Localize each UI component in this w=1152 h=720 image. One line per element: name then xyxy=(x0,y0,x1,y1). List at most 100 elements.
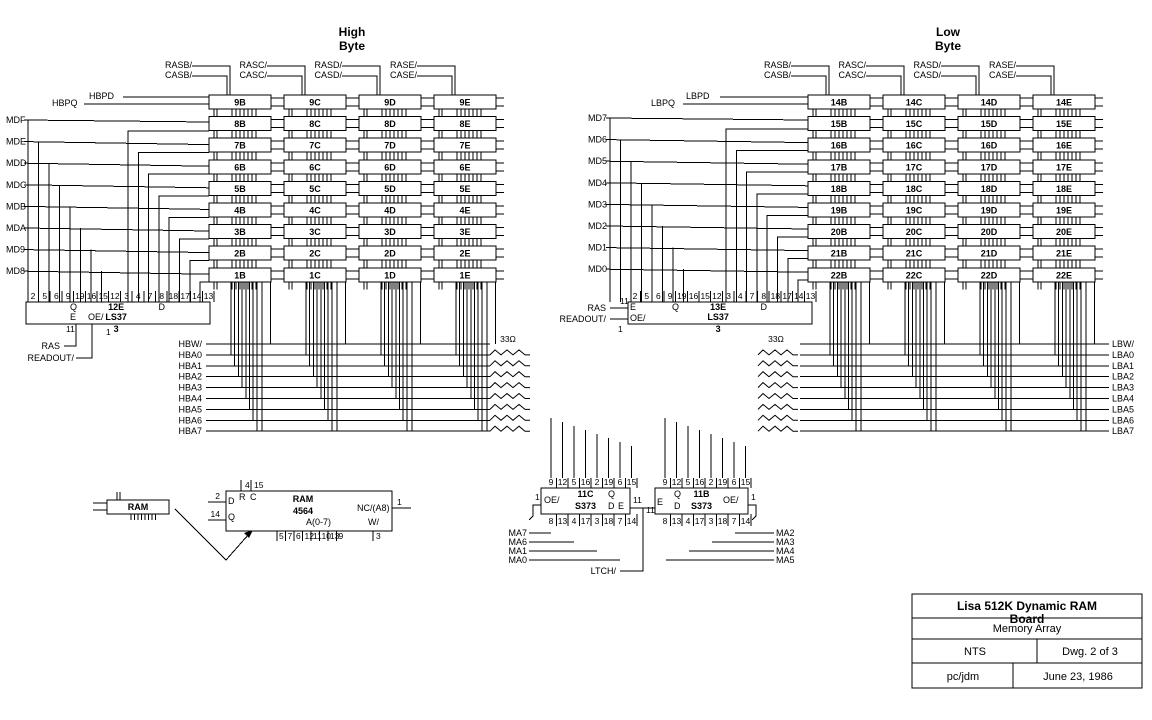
latch-pin-number: 13 xyxy=(204,291,214,301)
d-label: D xyxy=(674,501,681,511)
ras-label: RASE/ xyxy=(989,60,1017,70)
legend-d-pin: 2 xyxy=(215,491,220,501)
ram-chip-7D xyxy=(358,137,422,153)
latch-d-wire xyxy=(787,258,808,302)
ram-chip-label: 4D xyxy=(384,206,396,216)
address-latch-11B xyxy=(654,487,749,515)
resistor-5 xyxy=(489,403,530,411)
ma-input-label: MA1 xyxy=(508,546,527,556)
ram-chip-label: 8B xyxy=(234,119,246,129)
ma-input-label: MA0 xyxy=(508,555,527,565)
resistor-6 xyxy=(489,414,530,421)
latch-bottom-pin: 7 xyxy=(618,516,623,526)
ram-chip-9C xyxy=(283,94,347,110)
latch-d-wire xyxy=(766,214,808,302)
ram-chip-label: 8C xyxy=(309,119,321,129)
ram-chip-5C xyxy=(283,180,347,196)
cas-wire xyxy=(1016,75,1052,95)
ram-chip-label: 1C xyxy=(309,270,321,280)
ram-chip-label: 3C xyxy=(309,227,321,237)
ras-label: RASB/ xyxy=(764,60,792,70)
ram-chip-label: 20B xyxy=(831,227,848,237)
legend-d-label: D xyxy=(228,496,235,506)
oe-pin: 1 xyxy=(535,492,540,502)
ras-wire xyxy=(342,65,381,95)
legend-addr-pin: 11 xyxy=(313,531,322,541)
cas-wire xyxy=(267,75,303,95)
latch-top-pin: 6 xyxy=(618,477,623,487)
data-line-label: MD5 xyxy=(588,156,607,166)
latch-bottom-pin: 3 xyxy=(595,516,600,526)
latch-ras-label: RAS xyxy=(41,341,60,351)
latch-oe-label: OE/ xyxy=(630,313,646,323)
latch-pin-number: 9 xyxy=(66,291,71,301)
ram-chip-4B xyxy=(208,202,272,218)
data-line-wire xyxy=(605,203,809,208)
latch-pin-number: 18 xyxy=(169,291,179,301)
resistor-0 xyxy=(757,349,798,356)
q-label: Q xyxy=(608,489,615,499)
latch-bottom-pin: 8 xyxy=(549,516,554,526)
latch-top-pin: 9 xyxy=(663,477,668,487)
ras-wire xyxy=(267,65,306,95)
data-line-wire xyxy=(23,184,210,189)
ram-chip-21C xyxy=(882,245,946,261)
ram-chip-1E xyxy=(433,267,497,283)
ram-chip-19D xyxy=(957,202,1021,218)
ram-chip-label: 6B xyxy=(234,162,246,172)
latch-bottom-pin: 4 xyxy=(572,516,577,526)
legend-ram-4564 xyxy=(225,490,393,532)
ram-chip-label: 9D xyxy=(384,98,396,108)
data-line-wire xyxy=(23,162,210,167)
oe-ground xyxy=(748,504,757,521)
ram-chip-label: 7E xyxy=(459,141,470,151)
low_byte-array: LowByteRASB/CASB/RASC/CASC/RASD/CASD/RAS… xyxy=(559,25,1134,436)
ras-label: RASD/ xyxy=(314,60,342,70)
ram-chip-3E xyxy=(433,224,497,240)
ram-chip-15D xyxy=(957,116,1021,132)
legend-addr-pin: 10 xyxy=(322,531,332,541)
resistor-4 xyxy=(757,392,798,400)
legend-addr-pin: 6 xyxy=(296,531,301,541)
data-line-wire xyxy=(605,268,809,273)
latch-e-pin: 11 xyxy=(620,296,629,306)
legend-nc-label: NC/(A8) xyxy=(357,503,390,513)
data-line-wire xyxy=(23,227,210,232)
data-line-label: MDD xyxy=(6,158,27,168)
latch-bottom-pin: 14 xyxy=(741,516,751,526)
low_byte-header-line2: Byte xyxy=(935,39,961,53)
ram-chip-label: 3B xyxy=(234,227,246,237)
latch-sheet: 3 xyxy=(114,324,119,334)
drawing-title-overflow: Board xyxy=(1010,612,1045,626)
latch-bottom-pin: 17 xyxy=(581,516,591,526)
resistor-4 xyxy=(489,392,530,400)
data-line-wire xyxy=(23,249,210,254)
ram-chip-6B xyxy=(208,159,272,175)
latch-e-pin: 11 xyxy=(66,324,75,334)
legend-addr-label: A(0-7) xyxy=(306,517,331,527)
latch-top-pin: 12 xyxy=(558,477,568,487)
data-line-label: MDA xyxy=(6,223,26,233)
ram-chip-label: 18C xyxy=(906,184,923,194)
latch-pin-number: 6 xyxy=(656,291,661,301)
ram-chip-20C xyxy=(882,224,946,240)
latch-pin-number: 8 xyxy=(761,291,766,301)
data-line-wire xyxy=(23,119,210,123)
ram-chip-20B xyxy=(807,224,871,240)
ram-chip-18E xyxy=(1032,180,1096,196)
resistor-value: 33Ω xyxy=(500,334,516,344)
ram-chip-8D xyxy=(358,116,422,132)
latch-top-pin: 15 xyxy=(741,477,751,487)
latch-top-pin: 12 xyxy=(672,477,682,487)
ram-chip-label: 18E xyxy=(1056,184,1072,194)
resistor-3 xyxy=(489,381,530,389)
ram-chip-label: 7C xyxy=(309,141,321,151)
parity-out-label: HBPQ xyxy=(52,98,78,108)
ram-chip-4C xyxy=(283,202,347,218)
ram-chip-label: 16E xyxy=(1056,141,1072,151)
resistor-7 xyxy=(489,425,530,432)
latch-top-pin: 16 xyxy=(581,477,591,487)
latch-d-wire xyxy=(179,238,209,302)
ram-chip-label: 16C xyxy=(906,141,923,151)
